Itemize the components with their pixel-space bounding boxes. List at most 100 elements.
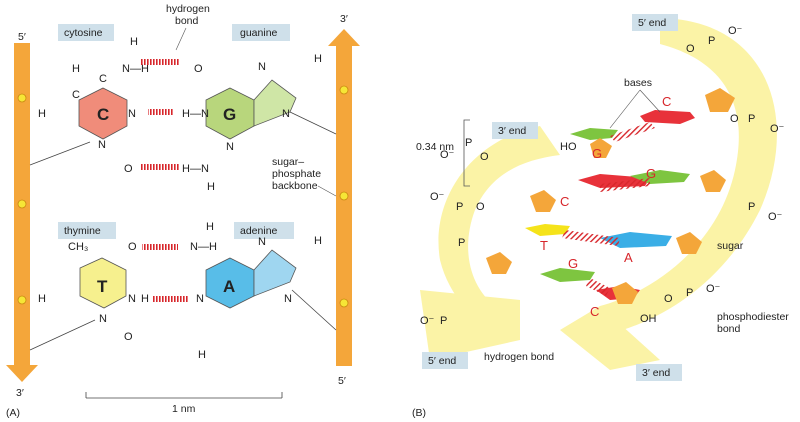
atom-h: H [198, 349, 206, 361]
right-3prime-label: 3′ [340, 13, 348, 25]
hbond-c-g-bottom [140, 164, 180, 170]
base-letter-c1: C [662, 94, 671, 109]
base-letter-g3: G [568, 256, 578, 271]
guanine-label-box [232, 24, 290, 41]
ho-label: HO [560, 141, 577, 153]
sugar-7 [612, 282, 638, 304]
guanine-letter: G [223, 105, 236, 124]
atom-p: P [748, 201, 755, 213]
base-letter-c2: C [560, 194, 569, 209]
base-t [525, 224, 570, 236]
bases-label: bases [624, 77, 652, 89]
thymine-ring [79, 257, 127, 309]
base-letter-c3: C [590, 304, 599, 319]
atom-o: O [480, 151, 489, 163]
atom-o: O [124, 331, 133, 343]
atom-n: N [284, 293, 292, 305]
panel-a-label: (A) [6, 407, 20, 419]
atom-p: P [708, 35, 715, 47]
atom-n: N [226, 141, 234, 153]
left-5prime-label: 5′ [18, 31, 26, 43]
thymine-label-box [58, 222, 116, 239]
right-backbone: 3′ 5′ [328, 13, 360, 387]
atom-h: H [207, 181, 215, 193]
adenine-label: adenine [240, 225, 278, 237]
atom-o-minus: O⁻ [430, 191, 445, 203]
atom-h: H [206, 221, 214, 233]
hydrogen-bond-label-b: hydrogen bond [484, 351, 554, 363]
atom-n: N [196, 293, 204, 305]
adenine-ring-5 [253, 249, 297, 297]
phosphodiester-label: phosphodiester [717, 311, 789, 323]
atom-o-minus: O⁻ [706, 283, 721, 295]
scale-label: 1 nm [172, 403, 196, 415]
hydrogen-bond-label: hydrogen [166, 3, 210, 15]
five-end-lower-box [422, 352, 468, 369]
oh-label: OH [640, 313, 657, 325]
left-backbone: 5′ 3′ [6, 31, 38, 399]
sugar-5 [676, 232, 702, 254]
amine-n-h: N—H [190, 241, 217, 253]
base-letter-g1: G [592, 146, 602, 161]
thymine-label: thymine [64, 225, 101, 237]
strand-ribbon-left [438, 126, 560, 340]
atom-o-minus: O⁻ [420, 315, 435, 327]
guanine-ring-5 [253, 79, 297, 127]
hbond-t-a-top [142, 244, 178, 250]
sugar-label: sugar [717, 240, 744, 252]
base-c-top [640, 110, 695, 124]
atom-p: P [748, 113, 755, 125]
atom-p: P [456, 201, 463, 213]
base-letter-t: T [540, 238, 548, 253]
cytosine-label: cytosine [64, 27, 103, 39]
strand-arrow-head [560, 306, 660, 370]
base-letter-a: A [624, 250, 633, 265]
phosphodiester-label-2: bond [717, 323, 741, 335]
left-3prime-label: 3′ [16, 387, 24, 399]
three-end-bottom-box [636, 364, 682, 381]
three-end-upper-label: 3′ end [498, 125, 526, 137]
sugar-1 [705, 88, 735, 112]
three-end-upper-box [492, 122, 538, 139]
atom-o: O [128, 241, 137, 253]
scale-bar: 1 nm [85, 392, 283, 415]
atom-n: N [258, 61, 266, 73]
atom-o-minus: O⁻ [728, 25, 743, 37]
atom-h: H [314, 53, 322, 65]
panel-a: 5′ 3′ 3′ 5′ cytosine guanine thymine ade… [6, 3, 360, 419]
five-end-top-label: 5′ end [638, 17, 666, 29]
backbone-label-3: backbone [272, 180, 318, 192]
five-end-lower-label: 5′ end [428, 355, 456, 367]
atom-h: H [314, 235, 322, 247]
guanine-label: guanine [240, 27, 278, 39]
sugar-4 [530, 190, 556, 212]
amine-h-n: H—N [182, 163, 209, 175]
atom-c: C [99, 73, 107, 85]
atom-h: H [72, 63, 80, 75]
strand-ribbon-left-tail [420, 290, 520, 360]
atom-o: O [664, 293, 673, 305]
cytosine-label-box [58, 24, 114, 41]
panel-b: P P P P P P P P O⁻ O⁻ O⁻ O⁻ O⁻ O⁻ O⁻ O O… [412, 14, 789, 419]
amine-n-h: N—H [122, 63, 149, 75]
cytosine-ring [78, 87, 128, 140]
atom-p: P [440, 315, 447, 327]
phosphate-groups: P P P P P P P P O⁻ O⁻ O⁻ O⁻ O⁻ O⁻ O⁻ O O… [420, 25, 785, 327]
atom-p: P [465, 137, 472, 149]
cytosine-letter: C [97, 105, 109, 124]
five-end-top-box [632, 14, 678, 31]
hydrogen-bond-label-2: bond [175, 15, 199, 27]
sugar-6 [486, 252, 512, 274]
atom-o-minus: O⁻ [770, 123, 785, 135]
hbond-t-a-bottom [152, 296, 188, 302]
thymine-letter: T [97, 277, 108, 296]
atom-n: N [128, 108, 136, 120]
methyl-group: CH₃ [68, 241, 88, 253]
atom-h: H [130, 36, 138, 48]
adenine-label-box [234, 222, 294, 239]
right-5prime-label: 5′ [338, 375, 346, 387]
atom-n: N [282, 108, 290, 120]
atom-o: O [194, 63, 203, 75]
atom-o: O [730, 113, 739, 125]
